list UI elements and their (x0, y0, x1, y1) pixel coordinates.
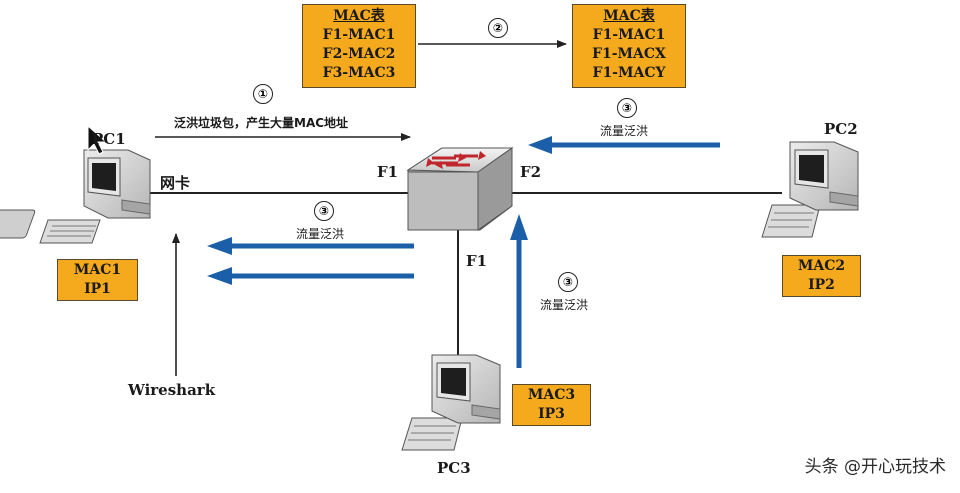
flood-arrow-to-pc2-side (528, 136, 720, 154)
pc2-name: PC2 (824, 120, 858, 138)
nic-label: 网卡 (160, 174, 191, 192)
flood-arrow-up-pc3-side (510, 214, 528, 368)
step-one-marker: ① (253, 84, 273, 104)
mac-table-before: MAC表 F1-MAC1 F2-MAC2 F3-MAC3 (302, 4, 416, 88)
pc2-address-box: MAC2 IP2 (782, 255, 861, 297)
traffic-flood-label: 流量泛洪 (540, 298, 589, 312)
pc2-ip: IP2 (808, 277, 835, 293)
pc1-address-box: MAC1 IP1 (57, 259, 138, 301)
pc2-computer-icon (761, 141, 859, 238)
pc3-ip: IP3 (538, 406, 565, 422)
flood-arrow-to-pc1-top (207, 237, 414, 255)
pc2-mac: MAC2 (797, 258, 846, 274)
pc3-address-box: MAC3 IP3 (512, 384, 591, 426)
port-f2-label: F2 (520, 163, 542, 181)
pc1-name: PC1 (92, 130, 126, 148)
port-f1-bottom-label: F1 (466, 252, 488, 270)
mouse-cursor-icon (87, 124, 108, 155)
flood-arrow-to-pc1-bottom (207, 267, 414, 285)
switch-icon (406, 147, 514, 231)
traffic-flood-label: 流量泛洪 (296, 227, 345, 241)
step-three-marker: ③ (314, 201, 334, 221)
mac-table-row: F3-MAC3 (322, 65, 396, 81)
pc3-mac: MAC3 (527, 387, 576, 403)
mac-table-title: MAC表 (603, 8, 655, 24)
watermark: 头条 @开心玩技术 (804, 457, 946, 477)
wireshark-label: Wireshark (128, 381, 216, 399)
step-two-marker: ② (488, 18, 508, 38)
pc3-computer-icon (401, 354, 501, 451)
mac-table-title: MAC表 (333, 8, 385, 24)
mac-table-row: F1-MACX (592, 46, 666, 62)
step-three-marker: ③ (558, 272, 578, 292)
step-three-marker: ③ (617, 98, 637, 118)
pc1-mac: MAC1 (73, 262, 122, 278)
flood-garbage-label: 泛洪垃圾包，产生大量MAC地址 (174, 116, 349, 130)
mac-table-row: F1-MACY (592, 65, 666, 81)
mac-table-after: MAC表 F1-MAC1 F1-MACX F1-MACY (572, 4, 686, 88)
port-f1-left-label: F1 (377, 163, 399, 181)
mac-table-row: F1-MAC1 (322, 27, 396, 43)
pc1-ip: IP1 (84, 281, 111, 297)
traffic-flood-label: 流量泛洪 (600, 124, 649, 138)
pc1-computer-icon (0, 149, 151, 244)
mac-table-row: F1-MAC1 (592, 27, 666, 43)
pc3-name: PC3 (437, 459, 471, 477)
mac-table-row: F2-MAC2 (322, 46, 396, 62)
